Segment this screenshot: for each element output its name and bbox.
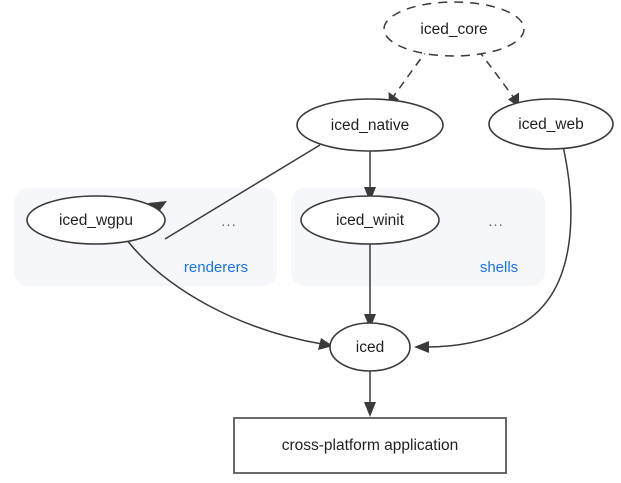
node-iced-native-label: iced_native (331, 117, 409, 134)
node-cross-platform-application-label: cross-platform application (282, 437, 459, 454)
node-iced-winit[interactable]: iced_winit (300, 195, 440, 245)
node-iced-wgpu[interactable]: iced_wgpu (26, 195, 166, 245)
node-cross-platform-application-shape[interactable] (233, 417, 507, 474)
cluster-renderers-ellipsis: ... (221, 213, 237, 230)
cluster-renderers-label: renderers (184, 259, 248, 276)
edge-iced-core-to-iced-native-line (392, 47, 430, 98)
edge-iced-wgpu-to-iced-line (125, 238, 323, 345)
node-iced-native-shape[interactable] (296, 98, 444, 152)
node-iced-core-label: iced_core (420, 21, 487, 38)
edge-iced-web-to-iced-arrowhead (414, 341, 429, 353)
edge-iced-native-to-iced-wgpu-arrowhead (148, 201, 167, 213)
edge-iced-to-app (364, 370, 376, 417)
edge-iced-native-to-iced-wgpu (148, 144, 321, 240)
node-iced-wgpu-shape[interactable] (26, 195, 166, 245)
cluster-shells-ellipsis: ... (488, 213, 504, 230)
edge-iced-web-to-iced-line (425, 145, 572, 348)
edge-iced-winit-to-iced-arrowhead (364, 314, 376, 329)
node-cross-platform-application[interactable]: cross-platform application (233, 417, 507, 474)
cluster-shells-label: shells (480, 259, 518, 276)
edge-iced-native-to-iced-winit (364, 148, 376, 202)
node-iced-native[interactable]: iced_native (296, 98, 444, 152)
edge-iced-core-to-iced-web (477, 49, 519, 107)
node-iced-web-label: iced_web (518, 116, 584, 133)
node-iced-web-shape[interactable] (488, 98, 614, 150)
edge-iced-winit-to-iced (364, 241, 376, 329)
edge-iced-core-to-iced-web-line (477, 49, 515, 99)
edge-iced-to-app-arrowhead (364, 402, 376, 417)
node-iced-winit-label: iced_winit (336, 212, 405, 229)
node-iced-winit-shape[interactable] (300, 195, 440, 245)
node-iced-label: iced (356, 339, 384, 356)
node-iced-wgpu-label: iced_wgpu (59, 212, 133, 229)
edge-iced-core-to-iced-native (388, 47, 430, 106)
node-iced-core-shape[interactable] (383, 1, 525, 57)
edge-iced-native-to-iced-wgpu-line (164, 144, 321, 240)
node-iced-shape[interactable] (329, 322, 411, 372)
node-iced-web[interactable]: iced_web (488, 98, 614, 150)
edge-iced-native-to-iced-winit-arrowhead (364, 187, 376, 202)
node-iced-core[interactable]: iced_core (383, 1, 525, 57)
edge-iced-web-to-iced (414, 145, 572, 353)
node-iced[interactable]: iced (329, 322, 411, 372)
